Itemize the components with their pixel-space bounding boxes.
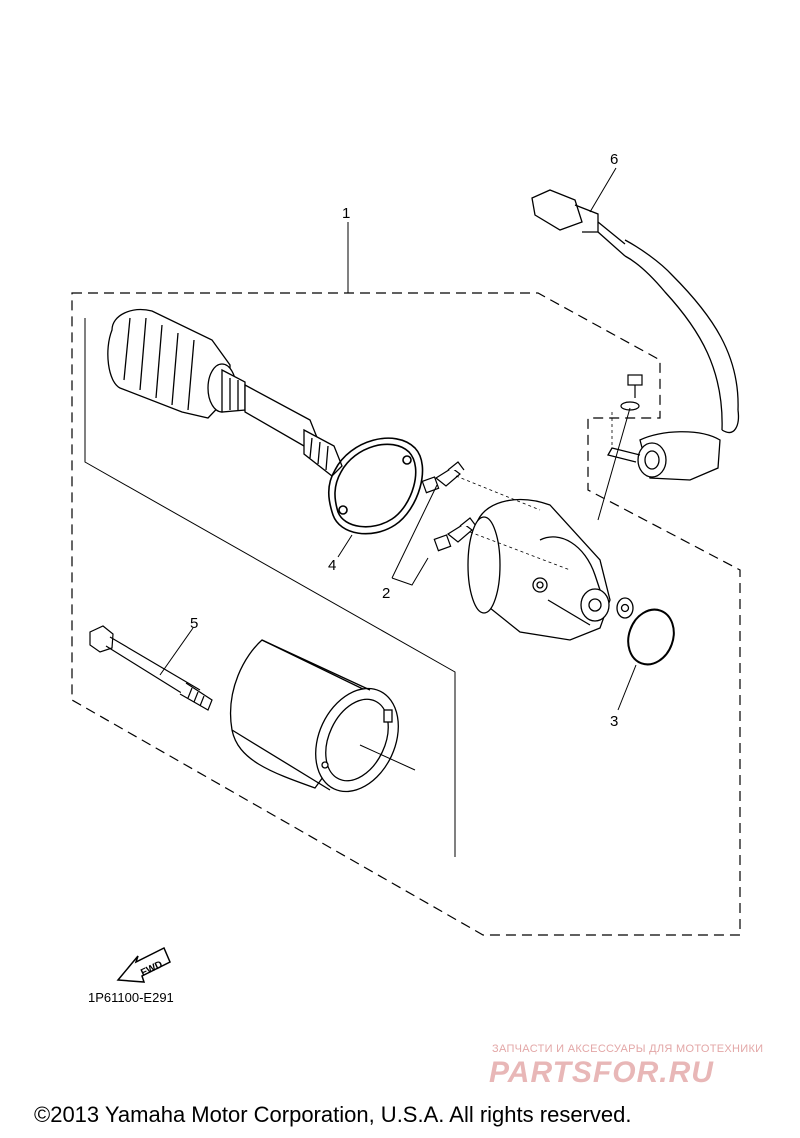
watermark-logo: PARTSFOR.RU — [489, 1056, 714, 1089]
assembly-boundary — [71, 292, 741, 936]
diagram-code: 1P61100-E291 — [88, 990, 174, 1005]
terminal-screw — [620, 374, 643, 411]
callout-4: 4 — [328, 557, 336, 574]
carbon-brushes — [421, 461, 477, 552]
callout-5: 5 — [190, 615, 198, 632]
callout-1: 1 — [342, 205, 350, 222]
leader-lines — [159, 167, 637, 771]
motor-housing — [467, 498, 634, 641]
long-bolt — [89, 625, 213, 711]
fwd-arrow-icon: FWD — [116, 946, 171, 983]
callout-6: 6 — [610, 151, 618, 168]
yoke-case — [230, 639, 399, 793]
armature — [107, 309, 343, 477]
brush-plate-gasket — [327, 437, 424, 535]
callout-2: 2 — [382, 585, 390, 602]
o-ring — [627, 608, 675, 666]
lead-wire — [531, 189, 740, 481]
watermark-tagline: ЗАПЧАСТИ И АКСЕССУАРЫ ДЛЯ МОТОТЕХНИКИ — [492, 1043, 764, 1055]
reference-frame — [84, 318, 456, 857]
copyright-notice: ©2013 Yamaha Motor Corporation, U.S.A. A… — [34, 1102, 632, 1127]
callout-3: 3 — [610, 713, 618, 730]
